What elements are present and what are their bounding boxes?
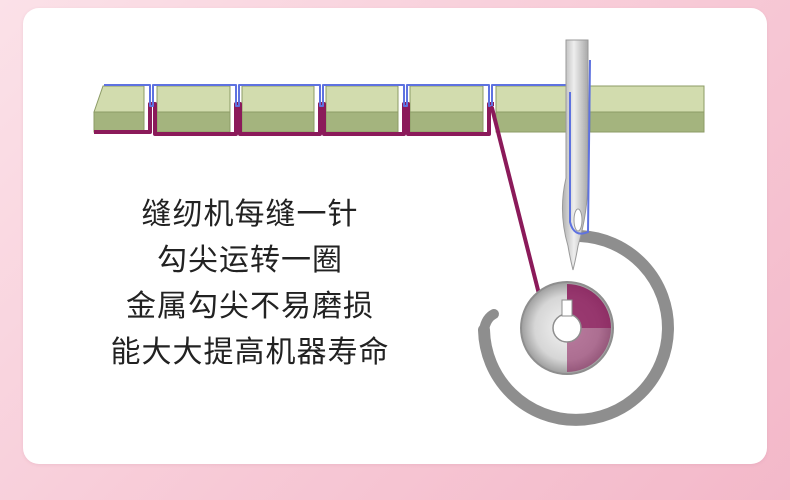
fabric-block-side: [241, 111, 315, 133]
caption: 缝纫机每缝一针 勾尖运转一圈 金属勾尖不易磨损 能大大提高机器寿命: [60, 192, 440, 376]
fabric-block-side: [93, 111, 145, 133]
fabric-block-side: [156, 111, 231, 133]
fabric-block-side: [589, 111, 705, 133]
caption-line-1: 缝纫机每缝一针: [141, 197, 359, 232]
caption-line-3: 金属勾尖不易磨损: [126, 289, 374, 324]
rotary-hook-ring: [478, 230, 674, 426]
fabric-block-side: [495, 111, 569, 133]
fabric-block: [409, 85, 484, 113]
needle: [561, 39, 589, 271]
fabric-block-side: [409, 111, 484, 133]
fabric-block: [589, 85, 705, 113]
hook-tip: [479, 309, 499, 335]
fabric-block-side: [325, 111, 399, 133]
bobbin: [520, 281, 614, 375]
fabric-block: [93, 85, 145, 113]
fabric-block: [156, 85, 231, 113]
fabric-block: [241, 85, 315, 113]
needle-thread: [569, 59, 591, 235]
top-thread: [104, 84, 571, 107]
fabric-block: [495, 85, 569, 113]
fabric-block: [325, 85, 399, 113]
caption-line-4: 能大大提高机器寿命: [110, 335, 390, 370]
fabric-strip: [93, 85, 705, 133]
caption-line-2: 勾尖运转一圈: [157, 243, 343, 278]
bobbin-thread: [490, 106, 542, 300]
bottom-thread: [94, 102, 494, 136]
